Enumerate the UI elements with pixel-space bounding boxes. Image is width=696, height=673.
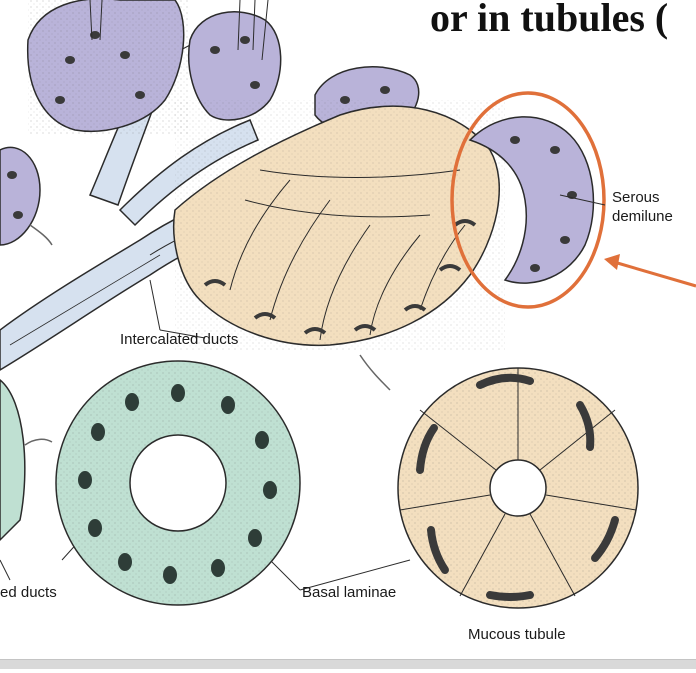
highlight-ellipse	[450, 91, 606, 309]
serous-demilune-label-line2: demilune	[612, 208, 673, 225]
striated-duct-cross-section	[55, 360, 301, 606]
mucous-acinus	[173, 100, 505, 350]
striated-ducts-label: ed ducts	[0, 584, 57, 601]
bottom-strip	[0, 659, 696, 669]
slide-heading: or in tubules (	[430, 0, 669, 40]
curved-arrows	[24, 224, 391, 446]
pointer-arrow	[604, 254, 696, 288]
mucous-tubule-label: Mucous tubule	[468, 626, 566, 643]
basal-laminae-label: Basal laminae	[302, 584, 397, 601]
striated-duct-partial	[0, 379, 26, 542]
serous-demilune-label-line1: Serous	[612, 189, 660, 206]
intercalated-ducts-label: Intercalated ducts	[120, 331, 239, 348]
mucous-tubule-cross-section	[397, 367, 639, 609]
serous-demilune	[468, 116, 595, 284]
leader-lines	[0, 0, 606, 591]
